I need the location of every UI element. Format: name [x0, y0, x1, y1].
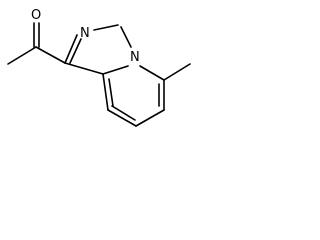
bond-c1-n2-double [69, 38, 82, 64]
bond-c8a-c1 [64, 62, 104, 75]
atom-label-nitrogen-bridgehead: N [130, 50, 140, 65]
bond-c6-c7 [135, 109, 165, 127]
bond-n4-c5 [139, 65, 165, 81]
bond-c5-methyl [163, 63, 191, 81]
bond-methyl-carbonyl [7, 46, 37, 65]
bond-c8-c8a-double [108, 78, 114, 107]
bond-c8-c8a [102, 73, 109, 111]
bond-c7-c8 [107, 109, 137, 127]
atom-label-oxygen: O [31, 8, 41, 23]
bond-n4-c8a [102, 65, 129, 75]
bond-carbonyl-ring [35, 46, 66, 64]
chemical-structure-diagram: O N N [0, 0, 211, 137]
bond-c3-n4 [120, 26, 132, 48]
structure-drawing: O N N [7, 8, 191, 127]
atom-label-nitrogen-imine: N [80, 26, 90, 41]
bond-n2-c3 [93, 24, 119, 31]
bond-c1-n2 [64, 34, 78, 64]
bond-c7-c8-double [111, 105, 136, 121]
